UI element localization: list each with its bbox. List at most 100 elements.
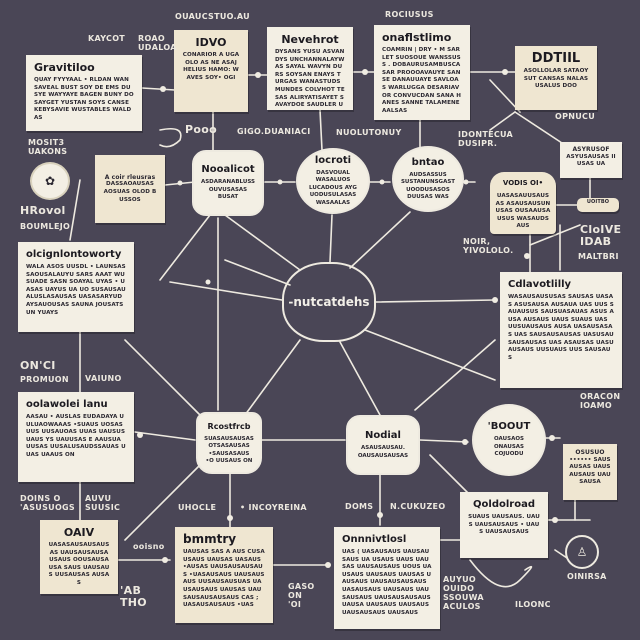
card-body: UASASAUUSAUSAS ASAUSAUSUNUSAS OUSAAUSAUS… [495, 193, 551, 230]
node-bubble[interactable]: bntao AUDSASSUS SUSTANUNSGAST UOODUSASOS… [392, 146, 464, 212]
node-card[interactable]: onaflstlimo COAMRIN | DRY • M SARLET SUO… [374, 25, 470, 120]
annotation-label: PROMUON [20, 375, 69, 384]
annotation-label: DOINS O 'ASUSUOGS [20, 494, 75, 512]
node-card[interactable]: bmmtry UAUSAS SAS A AUS CUSAUSAUS UAUSAS… [175, 527, 273, 623]
card-body: ASYUSAUSAS IIUSAS UA [566, 153, 616, 168]
bubble-title: bntao [411, 156, 445, 168]
card-title: bmmtry [183, 532, 237, 546]
node-card[interactable]: oolawolei lanu AASAU • AUSLAS EUDADAYA U… [18, 392, 134, 482]
hub-label: -nutcatdehs [288, 295, 370, 309]
node-bubble[interactable]: Nooalicot ASDARANABLUSS OUVUSASAS BUSAT [192, 150, 264, 216]
card-title: OAIV [63, 526, 95, 539]
annotation-label: GIGO.DUANIACI [237, 127, 311, 136]
card-title: ASYRUSOF [572, 146, 610, 153]
bubble-title: 'BOOUT [487, 421, 531, 433]
annotation-label: OPNUCU [555, 112, 596, 121]
annotation-label: GASO ON 'OI [288, 582, 315, 609]
card-title: Nevehrot [281, 33, 339, 46]
card-title: Onnnivtlosl [342, 534, 407, 545]
annotation-label: HRovol [20, 204, 66, 217]
bubble-body: DASVOUAL WASALUOS LUCADOUS AYG UODUSULAS… [309, 169, 357, 206]
annotation-label: MOSIT3 UAKONS [28, 138, 68, 156]
card-body: SUAUS UAUSAUS. UAUS UAUSAUSAUS • UAUS UA… [468, 514, 540, 536]
card-body: QUAY FYYYAAL • RLDAN WAN SAVEAL BUST SOY… [34, 77, 134, 121]
annotation-label: BOUMLEJO [20, 222, 71, 231]
annotation-label: 'AB THO [120, 584, 147, 609]
card-title: Gravitiloo [34, 61, 95, 74]
card-body: UAUSAS SAS A AUS CUSAUSAUS UAUSAS UASAUS… [183, 549, 265, 609]
annotation-label: OINIRSA [567, 572, 607, 581]
annotation-label: UHOCLE [178, 503, 217, 512]
card-body: DYSANS YUSU ASVANDYS UNCHANNALAYWAS SAYA… [275, 49, 345, 110]
node-card[interactable]: Qoldolroad SUAUS UAUSAUS. UAUS UAUSAUSAU… [460, 492, 548, 558]
annotation-label: DOMS [345, 502, 374, 511]
annotation-label: AUVU SUUSIC [85, 494, 121, 512]
central-hub-node[interactable]: -nutcatdehs [282, 262, 376, 342]
tag-chip[interactable]: UOITBO [577, 198, 619, 212]
card-body: CONARIOR A UGA OLO AS NE ASAJ HELIUS HAM… [182, 52, 240, 81]
card-body: WALA ASOS UUSDL • LAUNSAS SAOUSALAUYU SA… [26, 264, 126, 316]
card-title: oolawolei lanu [26, 399, 108, 410]
annotation-label: ON'CI [20, 359, 56, 372]
node-card[interactable]: VODIS OI• UASASAUUSAUSAS ASAUSAUSUNUSAS … [490, 172, 556, 234]
annotation-label: OUAUCSTUO.AU [175, 12, 250, 21]
annotation-label: N.CUKUZEO [390, 502, 446, 511]
annotation-label: ROAO UDALOA [138, 34, 177, 52]
bubble-body: ASDARANABLUSS OUVUSASAS BUSAT [200, 179, 256, 201]
annotation-label: ROCIUSUS [385, 10, 434, 19]
bubble-title: locroti [314, 154, 352, 166]
card-title: IDVO [195, 36, 227, 49]
node-bubble[interactable]: 'BOOUT OAUSAOS ONAUSAS COJUODU [472, 404, 546, 476]
node-card[interactable]: ASYRUSOF ASYUSAUSAS IIUSAS UA [560, 142, 622, 178]
annotation-label: Pooo [185, 123, 217, 136]
card-title: onaflstlimo [382, 31, 452, 44]
annotation-label: ORACON IOAMO [580, 392, 621, 410]
annotation-label: NOIR, YIVOLOLO. [463, 237, 514, 255]
node-bubble[interactable]: Rcostfrcb SUASAUSAUSAS OTSASAUSAS •SAUSA… [196, 412, 262, 474]
card-body: WASAUSAUSUSAS SAUSAS UASAS ASUSAUSA AUSA… [508, 294, 614, 361]
card-body: COAMRIN | DRY • M SARLET SUOSOUE WANSSUS… [382, 47, 462, 114]
bottle-icon: ♙ [565, 535, 599, 569]
node-card[interactable]: DDTIIL ASOLLOLAR SATAOYSUT CANSAS NALASU… [515, 46, 597, 110]
annotation-label: VAIUNO [85, 374, 122, 383]
card-title: OSUSUO [575, 449, 605, 456]
annotation-label: IDONTECUA DUSIPR. [458, 130, 514, 148]
annotation-label: KAYCOT [88, 34, 126, 43]
annotation-label: ILOONC [515, 600, 551, 609]
card-title: Qoldolroad [473, 499, 535, 510]
bubble-body: AUDSASSUS SUSTANUNSGAST UOODUSASOS DUUSA… [400, 171, 456, 200]
node-card[interactable]: Cdlavotlilly WASAUSAUSUSAS SAUSAS UASAS … [500, 272, 622, 388]
card-body: ASOLLOLAR SATAOYSUT CANSAS NALASUSALUS D… [523, 68, 589, 90]
card-body: DASSAOAUSAS AOSUAS OLOD BUSSOS [103, 181, 157, 203]
plant-doodle-icon: ✿ [30, 162, 70, 200]
card-title: VODIS OI• [502, 179, 544, 187]
annotation-label: ooisno [133, 542, 165, 551]
bubble-title: Rcostfrcb [207, 421, 251, 431]
node-card[interactable]: Onnnivtlosl UAS ( UASAUSAUS UAUSAUSAUS U… [334, 527, 440, 629]
chip-label: UOITBO [586, 199, 610, 205]
bubble-title: Nodial [364, 430, 401, 442]
node-card[interactable]: OSUSUO •••••• SAUSAUSAS UAUSAUSAUS UAUSA… [563, 444, 617, 500]
node-card[interactable]: A coir rleusras DASSAOAUSAS AOSUAS OLOD … [95, 155, 165, 223]
annotation-label: • INCOYREINA [240, 503, 307, 512]
card-body: UASASAUSAUSAUSAS UAUSAUSAUSAUSAUS OOUSAU… [48, 542, 110, 586]
annotation-label: MALTBRI [578, 252, 619, 261]
bubble-title: Nooalicot [201, 164, 255, 176]
node-card[interactable]: IDVO CONARIOR A UGA OLO AS NE ASAJ HELIU… [174, 30, 248, 112]
node-card[interactable]: olcignlontoworty WALA ASOS UUSDL • LAUNS… [18, 242, 134, 332]
card-title: Cdlavotlilly [508, 279, 572, 290]
node-bubble[interactable]: locroti DASVOUAL WASALUOS LUCADOUS AYG U… [296, 148, 370, 214]
node-card[interactable]: Gravitiloo QUAY FYYYAAL • RLDAN WAN SAVE… [26, 55, 142, 131]
card-body: •••••• SAUSAUSAS UAUSAUSAUS UAUSAUSA [569, 456, 611, 486]
card-body: UAS ( UASAUSAUS UAUSAUSAUS UA USAUS UAUS… [342, 549, 432, 616]
node-bubble[interactable]: Nodial ASAUSAUSAU. OAUSAUSAUSAS [346, 415, 420, 475]
node-card[interactable]: OAIV UASASAUSAUSAUSAS UAUSAUSAUSAUSAUS O… [40, 520, 118, 594]
annotation-label: NUOLUTONUY [336, 128, 402, 137]
card-title: DDTIIL [531, 51, 581, 66]
card-title: olcignlontoworty [26, 249, 122, 260]
card-title: A coir rleusras [104, 173, 156, 181]
bubble-body: ASAUSAUSAU. OAUSAUSAUSAS [357, 445, 409, 459]
node-card[interactable]: Nevehrot DYSANS YUSU ASVANDYS UNCHANNALA… [267, 27, 353, 110]
bubble-body: OAUSAOS ONAUSAS COJUODU [493, 436, 524, 458]
